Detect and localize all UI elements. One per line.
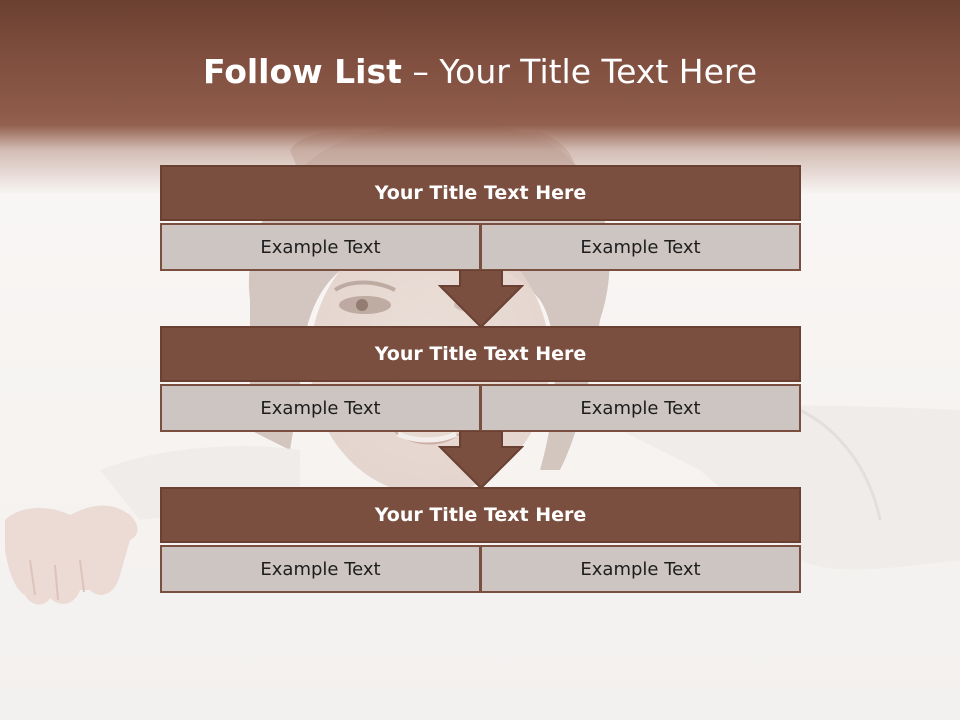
list-block-3: Your Title Text Here Example Text Exampl…: [160, 487, 801, 593]
down-arrow-icon: [438, 431, 524, 489]
block-cell-left: Example Text: [160, 223, 481, 271]
title-bold: Follow List: [202, 52, 402, 91]
block-cell-left: Example Text: [160, 545, 481, 593]
list-block-2: Your Title Text Here Example Text Exampl…: [160, 326, 801, 432]
down-arrow-icon: [438, 270, 524, 328]
title-rest: – Your Title Text Here: [401, 52, 758, 91]
block-cell-right: Example Text: [480, 223, 801, 271]
block-cell-left: Example Text: [160, 384, 481, 432]
list-block-1: Your Title Text Here Example Text Exampl…: [160, 165, 801, 271]
slide-title: Follow List – Your Title Text Here: [0, 52, 960, 91]
block-title: Your Title Text Here: [160, 326, 801, 382]
block-title: Your Title Text Here: [160, 487, 801, 543]
block-title: Your Title Text Here: [160, 165, 801, 221]
block-cell-right: Example Text: [480, 545, 801, 593]
block-cell-right: Example Text: [480, 384, 801, 432]
